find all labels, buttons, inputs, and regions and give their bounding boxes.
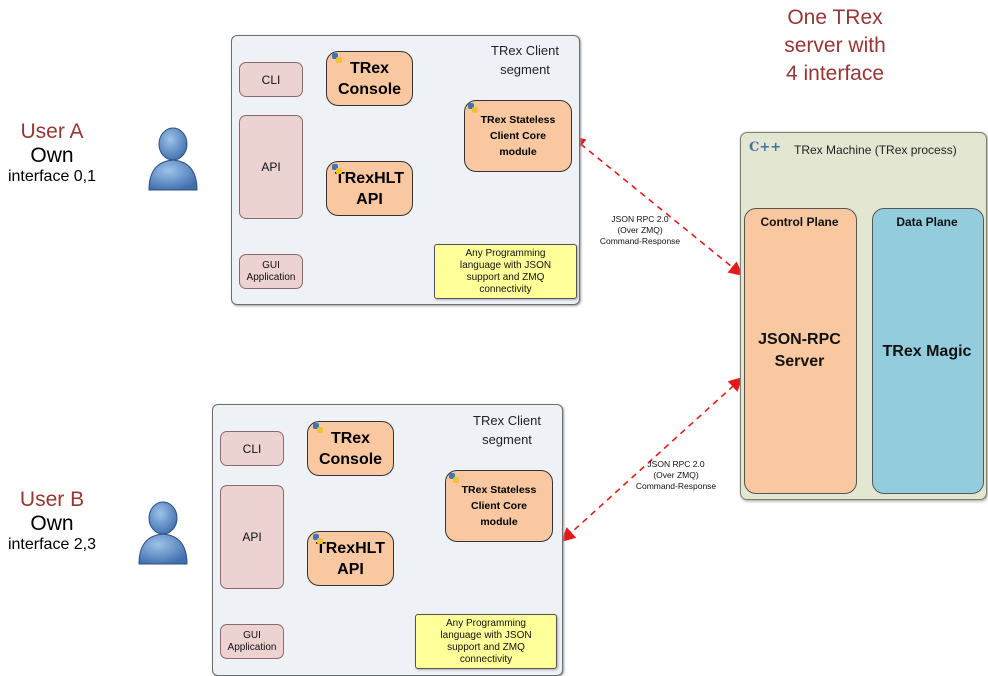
client-a-segment-label: TRex Client segment (470, 41, 580, 79)
client-a-lang-line2: language with JSON (459, 259, 552, 271)
client-a-core-line2: Client Core (489, 130, 546, 142)
python-icon (332, 164, 342, 174)
client-b-lang: Any Programming language with JSON suppo… (415, 614, 557, 669)
client-a-cli-label: CLI (261, 72, 281, 87)
client-a-lang-line3: support and ZMQ (466, 271, 545, 283)
client-b-lang-line1: Any Programming (445, 617, 526, 629)
server-caption-line3: 4 interface (785, 62, 885, 85)
client-b-segment-line1: TRex Client (473, 413, 541, 428)
data-plane-body: TRex Magic (882, 343, 972, 360)
client-a-core-line1: TRex Stateless (480, 114, 556, 126)
client-a-lang-line4: connectivity (479, 283, 532, 295)
client-a-core: TRex Stateless Client Core module (464, 100, 572, 172)
client-b-console-line2: Console (318, 450, 383, 468)
rpc-note-a-line2: (Over ZMQ) (617, 225, 663, 235)
client-a-console-line1: TRex (349, 59, 390, 77)
client-a-segment-line2: segment (500, 62, 550, 77)
user-b-own: Own (30, 512, 74, 535)
rpc-link-a (570, 135, 744, 277)
rpc-note-b-line3: Command-Response (635, 481, 717, 491)
client-b-core-line1: TRex Stateless (461, 484, 537, 496)
python-icon (313, 534, 323, 544)
client-b-api: API (220, 485, 284, 589)
user-a-label: User A Own interface 0,1 (0, 120, 104, 186)
rpc-note-b-line1: JSON RPC 2.0 (647, 459, 705, 469)
data-plane-title: Data Plane (896, 215, 958, 229)
client-a-segment-line1: TRex Client (491, 43, 559, 58)
client-b-hlt: TRexHLT API (307, 531, 394, 586)
control-plane-title: Control Plane (760, 215, 839, 229)
client-b-console: TRex Console (307, 421, 394, 476)
client-b-gui: GUI Application (220, 624, 284, 659)
control-plane-body-line1: JSON-RPC (758, 331, 841, 348)
client-a-console-line2: Console (337, 80, 402, 98)
client-a-lang-line1: Any Programming (465, 247, 546, 259)
client-a-core-line3: module (499, 146, 537, 158)
python-icon (313, 423, 323, 433)
server-caption-line2: server with (784, 34, 886, 57)
trex-machine-title: TRex Machine (TRex process) (794, 143, 957, 157)
client-b-lang-line3: support and ZMQ (447, 641, 525, 653)
user-b-label: User B Own interface 2,3 (0, 488, 104, 554)
control-plane-body-line2: Server (774, 353, 825, 370)
user-a-name: User A (20, 120, 84, 143)
user-a-avatar-icon (148, 127, 198, 191)
client-a-api: API (239, 115, 303, 219)
client-a-console: TRex Console (326, 51, 413, 106)
cpp-logo-icon: C++ (749, 140, 782, 155)
python-icon (468, 103, 478, 113)
client-b-gui-line2: Application (227, 641, 277, 653)
user-b-name: User B (19, 488, 85, 511)
rpc-note-a-line1: JSON RPC 2.0 (611, 214, 669, 224)
client-b-api-label: API (242, 530, 262, 544)
client-b-segment-line2: segment (482, 432, 532, 447)
client-b-cli-label: CLI (242, 441, 262, 456)
client-b-lang-line2: language with JSON (440, 629, 532, 641)
user-b-interfaces: interface 2,3 (7, 536, 97, 553)
rpc-note-a-line3: Command-Response (599, 236, 681, 246)
client-a-cli: CLI (239, 62, 303, 97)
client-a-api-label: API (261, 160, 281, 174)
python-icon (449, 473, 459, 483)
rpc-note-b-line2: (Over ZMQ) (653, 470, 699, 480)
client-a-hlt-line1: TRexHLT (334, 169, 405, 187)
client-a-gui-line1: GUI (262, 259, 280, 271)
user-a-own: Own (30, 144, 74, 167)
client-a-gui: GUI Application (239, 254, 303, 289)
control-plane (744, 208, 857, 494)
user-a-interfaces: interface 0,1 (7, 168, 97, 185)
client-b-hlt-line1: TRexHLT (315, 539, 386, 557)
client-b-hlt-line2: API (337, 560, 364, 578)
rpc-note-a: JSON RPC 2.0 (Over ZMQ) Command-Response (590, 214, 690, 247)
control-plane-body: JSON-RPC Server (744, 329, 855, 373)
client-b-lang-line4: connectivity (459, 653, 513, 665)
server-caption: One TRex server with 4 interface (750, 4, 920, 88)
python-icon (332, 53, 342, 63)
client-b-core-line3: module (480, 516, 518, 528)
client-b-console-line1: TRex (330, 429, 371, 447)
client-b-gui-line1: GUI (243, 629, 261, 641)
client-b-cli: CLI (220, 431, 284, 466)
client-a-gui-line2: Application (246, 271, 296, 283)
client-b-core: TRex Stateless Client Core module (445, 470, 553, 542)
client-a-lang: Any Programming language with JSON suppo… (434, 244, 577, 299)
rpc-link-b (560, 376, 744, 543)
rpc-note-b: JSON RPC 2.0 (Over ZMQ) Command-Response (624, 459, 728, 492)
client-a-hlt-line2: API (356, 190, 383, 208)
data-plane (872, 208, 984, 494)
server-caption-line1: One TRex (787, 6, 883, 29)
client-b-segment-label: TRex Client segment (452, 411, 562, 449)
user-b-avatar-icon (138, 501, 188, 565)
client-b-core-line2: Client Core (470, 500, 527, 512)
